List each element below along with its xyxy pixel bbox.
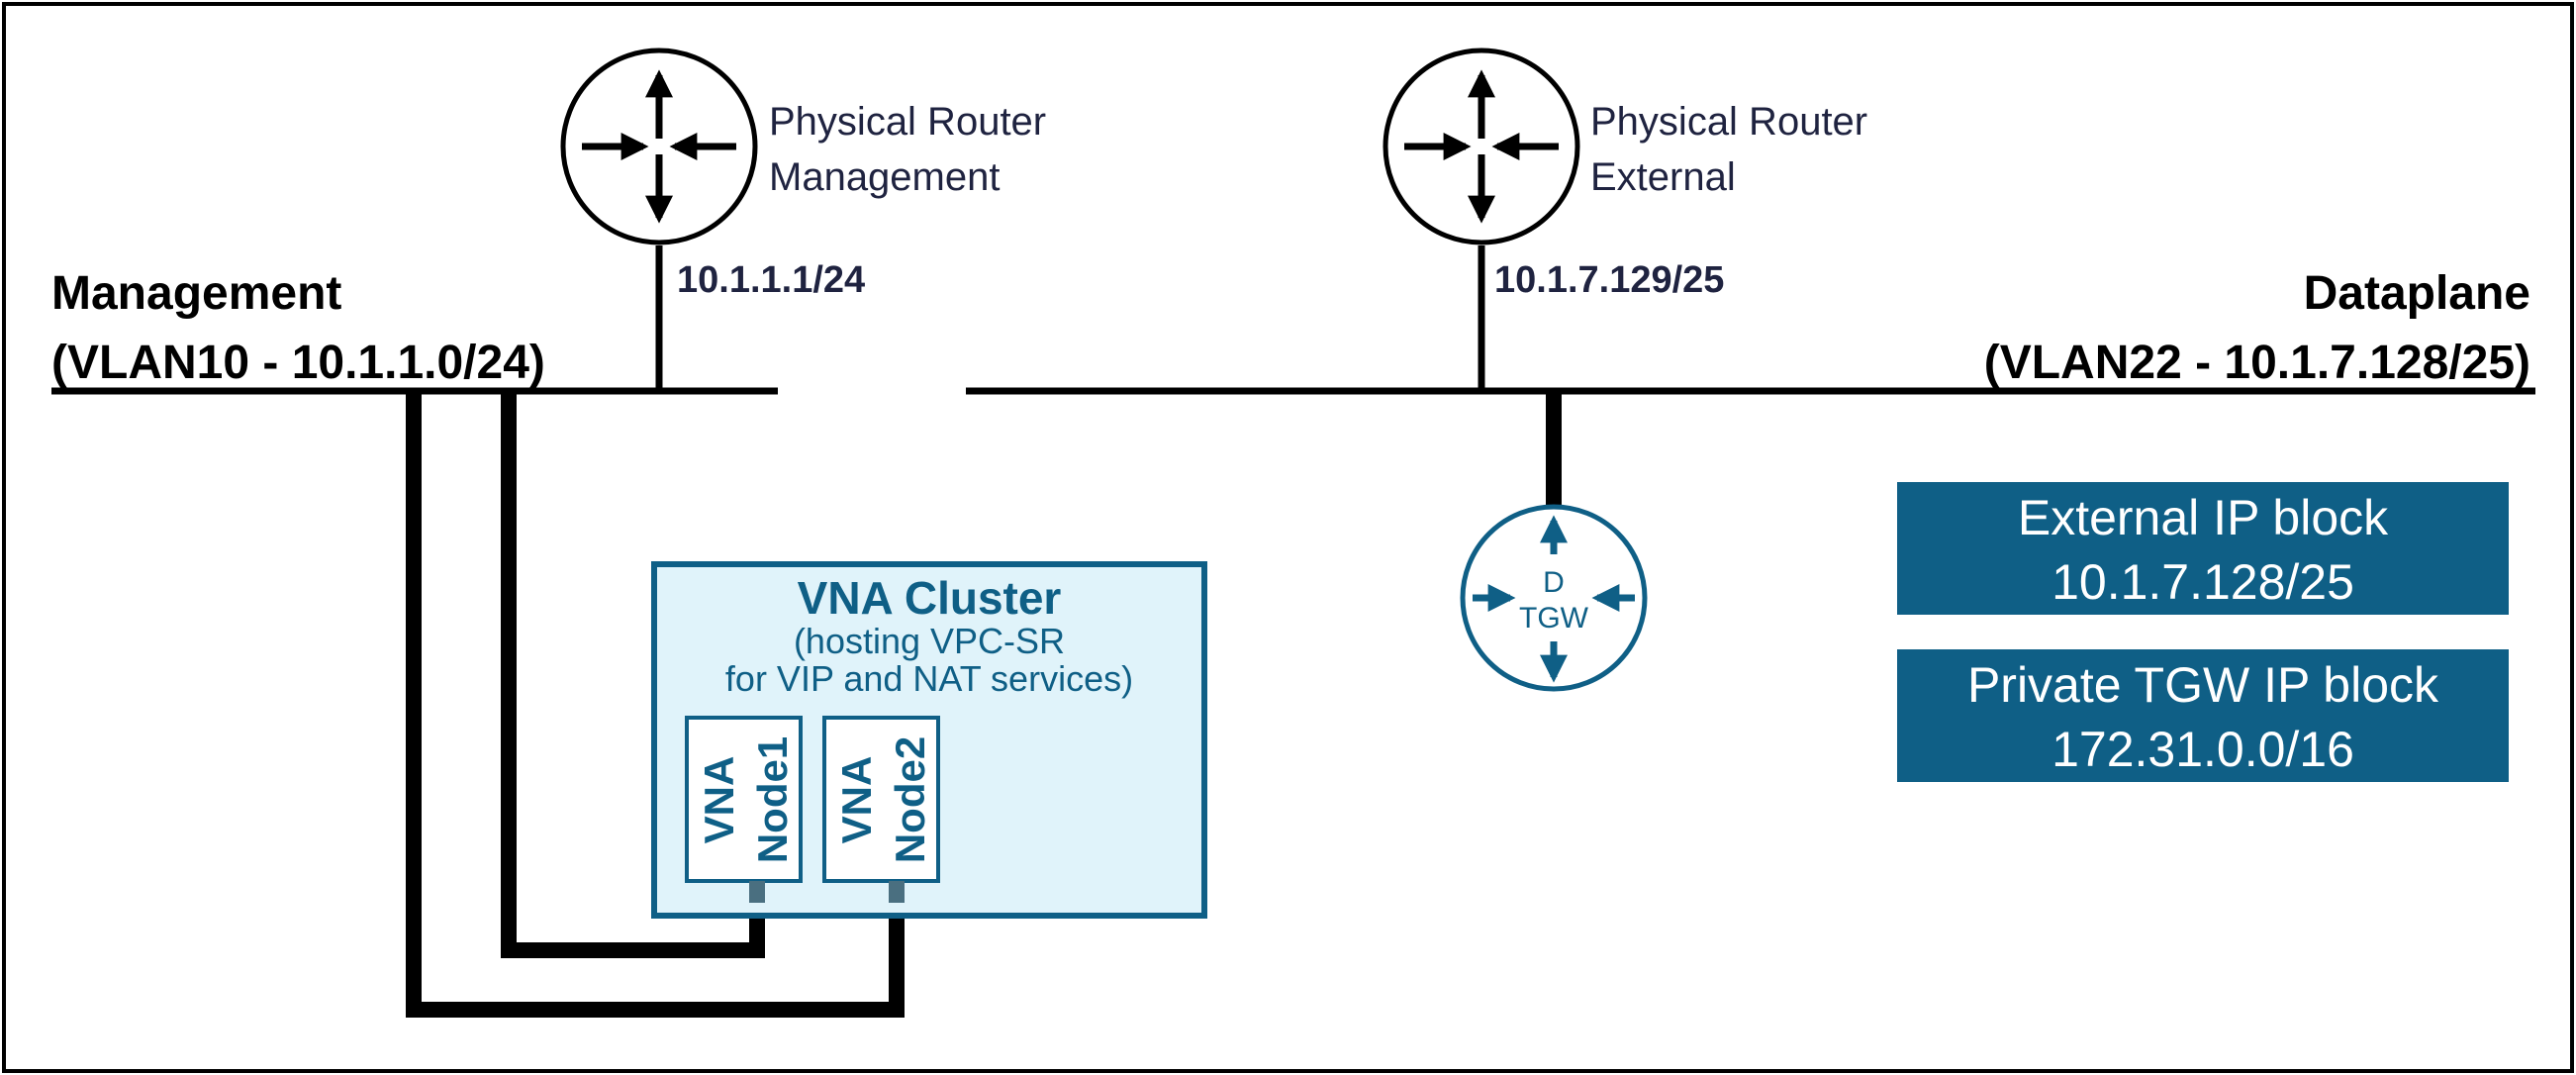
node1-cable: [501, 391, 765, 958]
node2-cable: [406, 391, 905, 1018]
transit-gateway: [1460, 504, 1648, 692]
vna-node1-label-line2: Node1: [749, 736, 796, 863]
vna-node2-label-line2: Node2: [887, 736, 933, 863]
management-router-ip: 10.1.1.1/24: [677, 259, 865, 301]
transit-gateway-icon: [1460, 504, 1648, 692]
vna-cluster-subtitle-line1: (hosting VPC-SR: [794, 621, 1065, 661]
vna-node1-label-line1: VNA: [696, 756, 742, 844]
vna-node2-box: [822, 716, 940, 883]
vna-cluster-subtitle-line2: for VIP and NAT services): [725, 658, 1133, 699]
tgw-label-bottom: TGW: [1519, 602, 1589, 635]
private-tgw-ip-block-range: 172.31.0.0/16: [2051, 722, 2354, 777]
management-router-label-line1: Physical Router: [769, 100, 1046, 144]
vna-node1-port: [749, 881, 765, 903]
management-router-label-line2: Management: [769, 155, 1000, 199]
tgw-label-top: D: [1543, 566, 1565, 599]
dataplane-network-name: Dataplane: [2304, 267, 2530, 320]
private-tgw-ip-block: [1897, 649, 2509, 782]
management-router: [560, 48, 758, 245]
vna-cluster-title: VNA Cluster: [798, 572, 1062, 624]
external-ip-block-range: 10.1.7.128/25: [2051, 554, 2354, 610]
management-network-subnet: (VLAN10 - 10.1.1.0/24): [51, 337, 545, 389]
router-icon: [560, 48, 758, 245]
external-router-ip: 10.1.7.129/25: [1494, 259, 1724, 301]
router-icon: [1383, 48, 1580, 245]
management-network-name: Management: [51, 267, 341, 320]
external-ip-block-title: External IP block: [2018, 490, 2389, 545]
external-router-label-line2: External: [1590, 155, 1736, 199]
external-router-label-line1: Physical Router: [1590, 100, 1867, 144]
private-tgw-ip-block-title: Private TGW IP block: [1967, 657, 2439, 713]
dataplane-network-subnet: (VLAN22 - 10.1.7.128/25): [1984, 337, 2530, 389]
external-router: [1383, 48, 1580, 245]
vna-node2-label-line1: VNA: [833, 756, 880, 844]
vna-node2-port: [889, 881, 905, 903]
vna-node1-box: [685, 716, 803, 883]
external-ip-block: [1897, 482, 2509, 615]
